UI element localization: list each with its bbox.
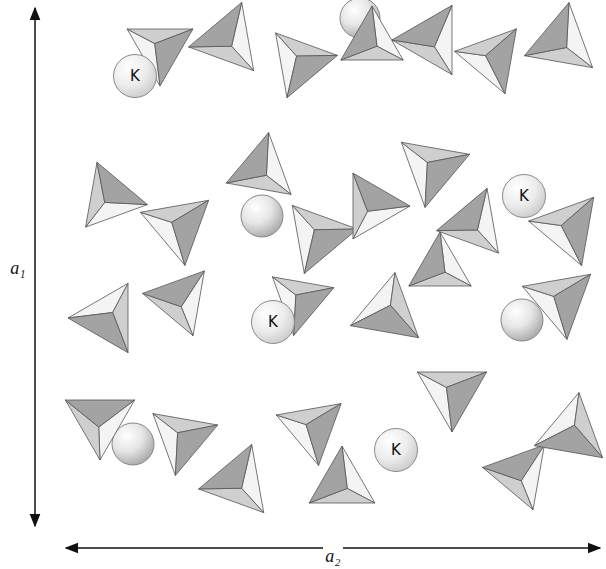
tetrahedron-face <box>437 188 487 230</box>
tetrahedron-face <box>534 425 602 457</box>
tetrahedron-face <box>175 425 217 475</box>
tetrahedron-face <box>309 446 347 503</box>
tetrahedron-face <box>294 288 334 336</box>
atom-label: K <box>519 187 529 205</box>
tetrahedron-face <box>486 29 517 94</box>
tetrahedron-face <box>353 173 410 211</box>
axis-label: a₁ <box>8 258 27 279</box>
tetrahedron-face <box>554 274 591 339</box>
tetrahedron-face <box>68 312 128 352</box>
tetrahedron-face <box>143 271 205 307</box>
atom-label: K <box>130 67 140 85</box>
potassium-sphere <box>112 0 543 465</box>
tetrahedron-face <box>392 5 452 46</box>
tetrahedron-face <box>199 444 252 489</box>
tetrahedron-face <box>483 445 545 481</box>
tetrahedron-face <box>304 229 357 274</box>
tetrahedron-face <box>446 372 486 432</box>
axis-arrow <box>34 8 36 526</box>
tetrahedron-face <box>561 197 593 265</box>
atom-label: K <box>391 441 401 459</box>
tetrahedron-face <box>425 154 470 207</box>
tetrahedron-face <box>350 305 418 337</box>
tetrahedron-face <box>199 488 264 512</box>
tetrahedron-face <box>292 205 357 229</box>
tetrahedron-face <box>189 2 242 47</box>
tetrahedron-face <box>97 162 147 204</box>
potassium-sphere: K <box>502 174 546 218</box>
tetrahedron-face <box>287 55 337 97</box>
tetrahedron-face <box>189 46 254 70</box>
tetrahedron-face <box>276 33 338 56</box>
tetrahedron-face <box>409 232 445 286</box>
potassium-sphere: K <box>113 54 157 98</box>
tetrahedron-face <box>226 133 268 183</box>
tetrahedron-face <box>392 40 452 75</box>
tetrahedron-face <box>341 6 377 60</box>
tetrahedron-face <box>524 3 569 56</box>
tetrahedra <box>65 2 602 512</box>
atom-label: K <box>268 313 278 331</box>
potassium-sphere: K <box>251 300 295 344</box>
tetrahedron-face <box>155 29 193 86</box>
potassium-sphere: K <box>374 428 418 472</box>
tetrahedron-face <box>65 400 134 427</box>
tetrahedron-face <box>172 200 209 265</box>
axis-label: a₂ <box>323 546 342 567</box>
